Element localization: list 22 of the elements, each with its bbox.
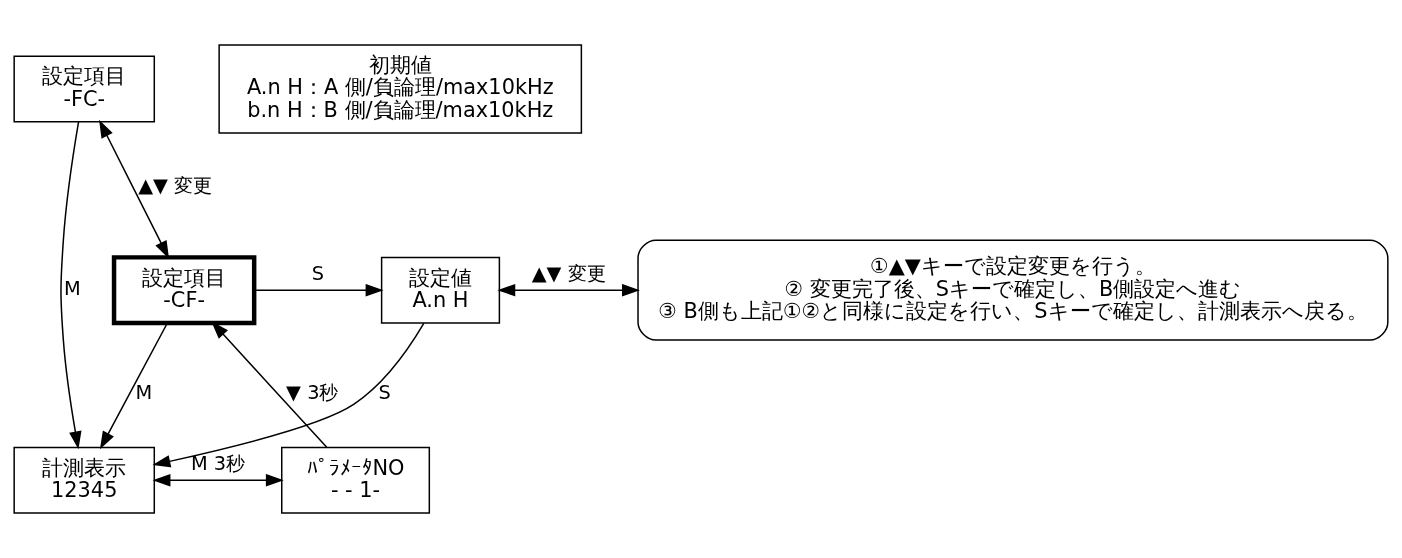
- node-box: ①▲▼キーで設定変更を行う。 ② 変更完了後、Sキーで確定し、B側設定へ進む ③ B側も上記①②と同様に設定を行い、Sキーで確定し、計測表示へ戻る。: [637, 239, 1389, 341]
- edge-label: M 3秒: [190, 452, 246, 476]
- node-box: 設定項目 -CF-: [111, 255, 257, 326]
- arrow: [99, 119, 170, 259]
- node-box: 初期値 A.n H：A 側/負論理/max10kHz b.n H：B 側/負論理/max10kHz: [218, 44, 583, 134]
- node-box: ﾊﾟﾗﾒｰﾀNO - - 1-: [281, 446, 431, 514]
- arrow: [60, 121, 82, 450]
- edge-label: S: [378, 380, 391, 404]
- edge-label: M: [135, 380, 153, 404]
- arrow: [99, 322, 169, 450]
- arrow: [152, 322, 425, 468]
- edge-label: S: [311, 262, 325, 286]
- arrow: [152, 473, 284, 487]
- arrow: [254, 283, 384, 297]
- arrow: [497, 283, 640, 297]
- node-box: 計測表示 12345: [13, 446, 156, 514]
- edge-label: ▲▼ 変更: [531, 262, 606, 286]
- edge-label: ▲▼ 変更: [138, 173, 213, 197]
- edge-label: ▼ 3秒: [286, 380, 339, 404]
- node-box: 設定項目 -FC-: [13, 55, 156, 123]
- edge-label: M: [63, 277, 81, 301]
- node-box: 設定値 A.n H: [380, 256, 501, 324]
